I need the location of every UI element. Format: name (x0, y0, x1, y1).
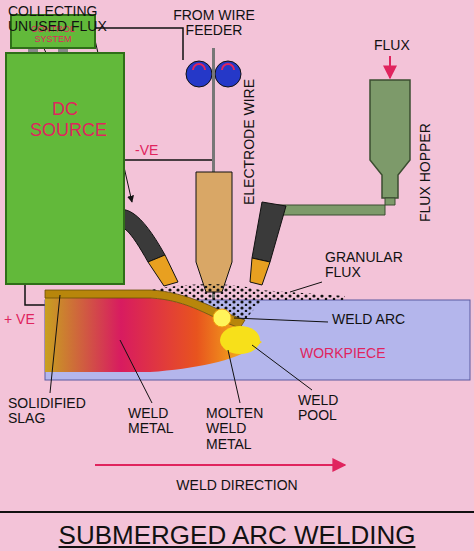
box-label: DC SOURCE (30, 99, 100, 140)
flux-pipe (278, 198, 395, 215)
part-label: WORKPIECE (300, 346, 420, 361)
flux-hopper (370, 80, 410, 198)
part-label: WELD METAL (128, 406, 188, 437)
direction-label: WELD DIRECTION (0, 478, 474, 493)
part-label: GRANULAR FLUX (325, 250, 425, 281)
part-label: + VE (4, 312, 42, 327)
part-label: FLUX HOPPER (418, 123, 433, 222)
part-label: FROM WIRE FEEDER (160, 8, 268, 39)
part-label: WELD POOL (298, 393, 358, 424)
flux-nozzle (252, 202, 286, 262)
part-label: COLLECTING UNUSED FLUX (8, 4, 118, 35)
part-label: SOLIDIFIED SLAG (8, 396, 98, 427)
granular-flux (150, 284, 345, 320)
power-source-box: DC SOURCE (5, 52, 125, 285)
negative-wire (125, 159, 213, 161)
positive-wire (25, 285, 45, 305)
title-divider (0, 511, 474, 513)
weld-pool (220, 326, 260, 354)
part-label: ELECTRODE WIRE (242, 79, 257, 205)
direction-arrow (95, 464, 345, 466)
diagram-title: SUBMERGED ARC WELDING (0, 520, 474, 551)
part-label: MOLTEN WELD METAL (206, 406, 292, 452)
contact-tube (196, 172, 232, 292)
part-label: WELD ARC (332, 312, 432, 327)
weld-arc (213, 309, 231, 327)
part-label: -VE (135, 143, 175, 158)
part-label: FLUX (374, 38, 414, 53)
